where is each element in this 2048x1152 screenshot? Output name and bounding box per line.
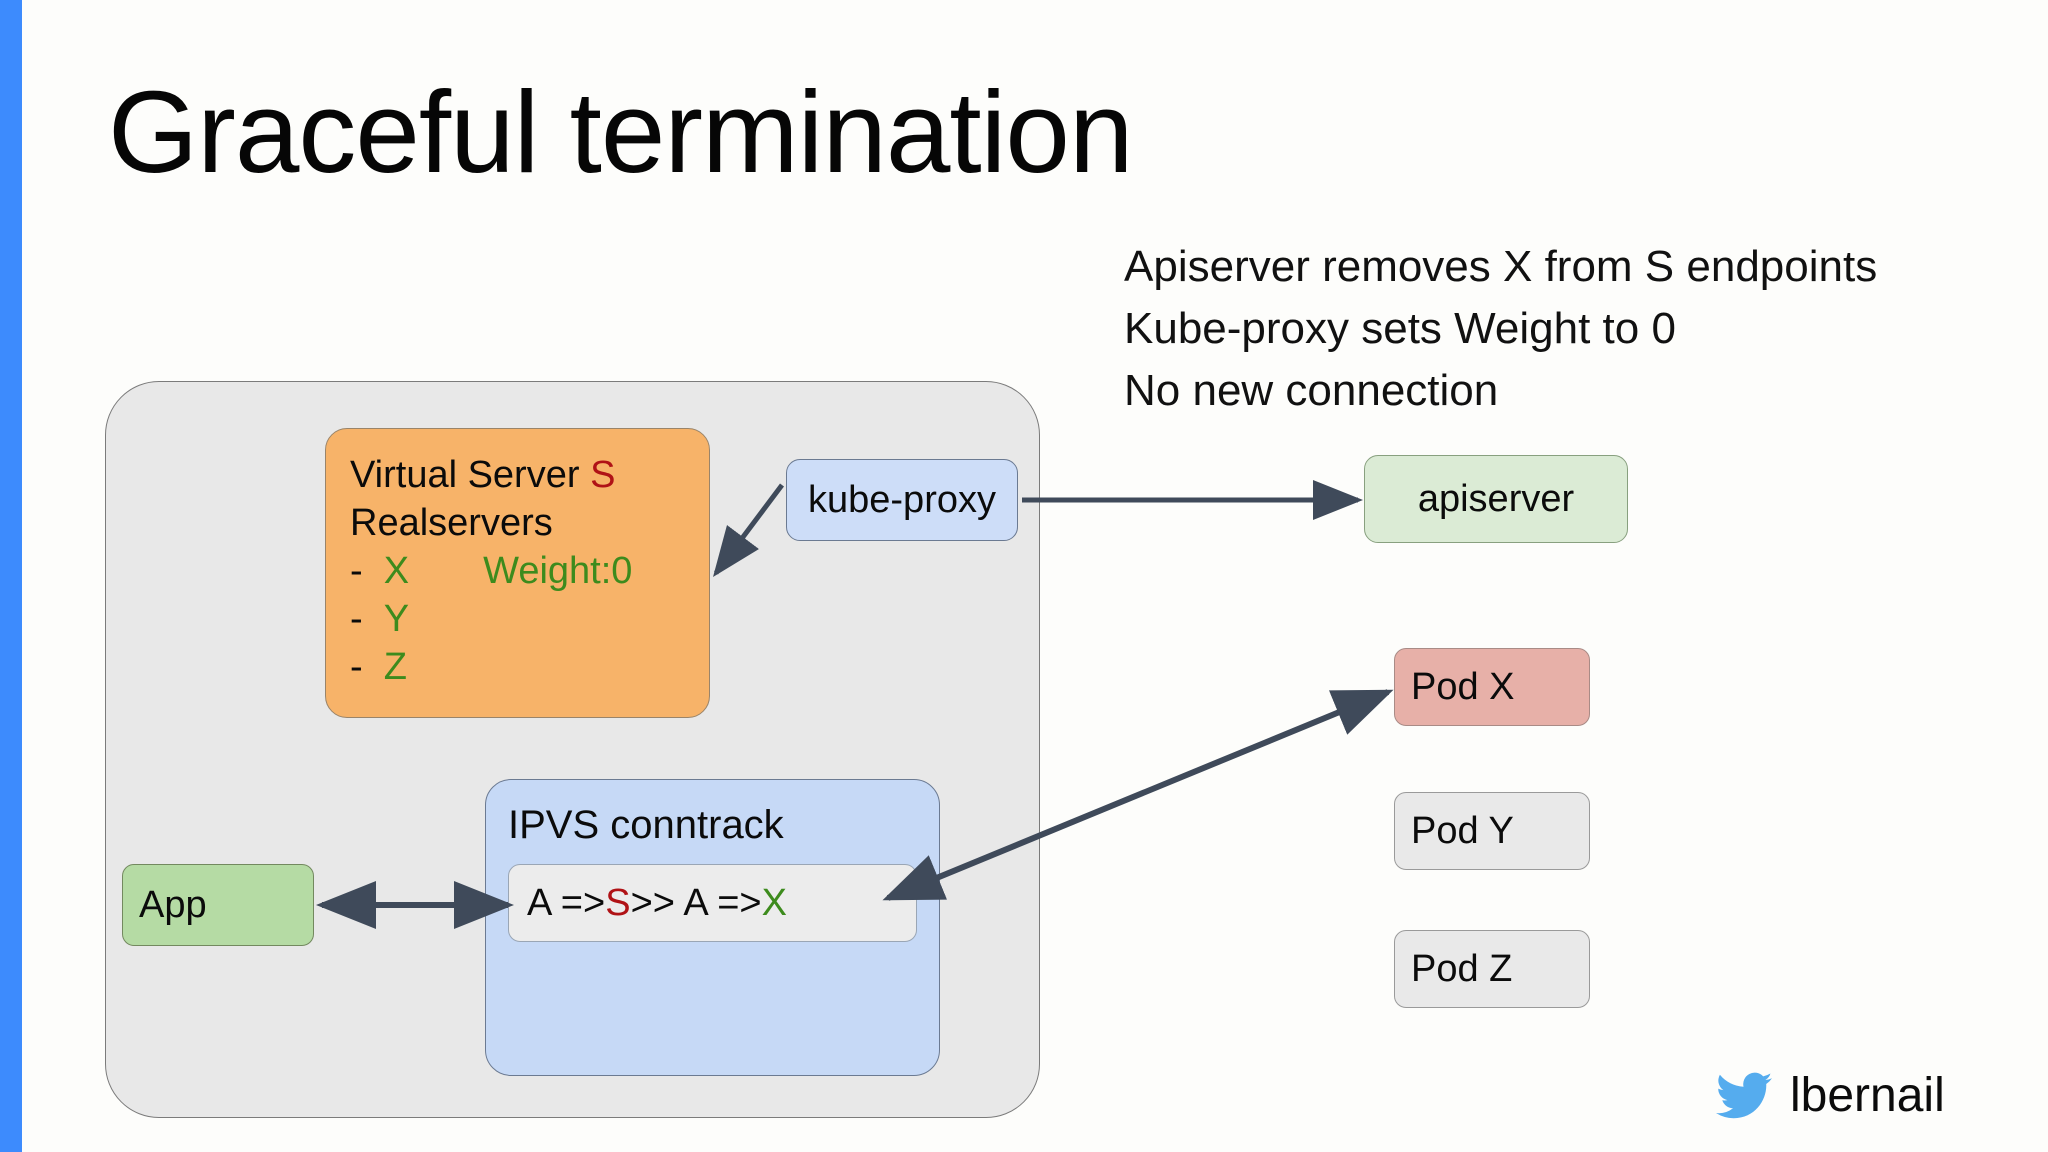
app-box: App bbox=[122, 864, 314, 946]
virtual-server-heading-text: Virtual Server bbox=[350, 454, 591, 496]
accent-stripe bbox=[0, 0, 22, 1152]
conntrack-realserver: X bbox=[761, 881, 787, 924]
realserver-name: Y bbox=[383, 598, 410, 640]
virtual-server-heading: Virtual Server S bbox=[350, 451, 685, 499]
pod-z-label: Pod Z bbox=[1411, 947, 1513, 990]
bullet-dash-icon: - bbox=[350, 550, 363, 592]
bullet-dash-icon: - bbox=[350, 646, 363, 688]
ipvs-conntrack-heading: IPVS conntrack bbox=[508, 803, 784, 847]
realserver-row: - Z bbox=[350, 643, 685, 691]
conntrack-service: S bbox=[605, 881, 631, 924]
footer: lbernail bbox=[1716, 1068, 1945, 1123]
app-label: App bbox=[139, 883, 207, 926]
kube-proxy-box: kube-proxy bbox=[786, 459, 1018, 541]
realserver-row: - Y bbox=[350, 595, 685, 643]
pod-y-label: Pod Y bbox=[1411, 809, 1514, 852]
pod-y-box: Pod Y bbox=[1394, 792, 1590, 870]
virtual-server-box: Virtual Server S Realservers - X Weight:0… bbox=[325, 428, 710, 718]
conntrack-source: A => bbox=[527, 881, 606, 924]
annotation-notes: Apiserver removes X from S endpoints Kub… bbox=[1124, 236, 1877, 422]
pod-z-box: Pod Z bbox=[1394, 930, 1590, 1008]
conntrack-entry: A => S >> A => X bbox=[508, 864, 917, 942]
twitter-handle: lbernail bbox=[1790, 1069, 1945, 1122]
pod-x-label: Pod X bbox=[1411, 665, 1515, 708]
note-line-2: Kube-proxy sets Weight to 0 bbox=[1124, 304, 1676, 353]
apiserver-label: apiserver bbox=[1417, 477, 1575, 520]
realserver-row: - X Weight:0 bbox=[350, 547, 685, 595]
apiserver-box: apiserver bbox=[1364, 455, 1628, 543]
note-line-1: Apiserver removes X from S endpoints bbox=[1124, 242, 1878, 291]
bullet-dash-icon: - bbox=[350, 598, 363, 640]
conntrack-translation: >> A => bbox=[630, 881, 762, 924]
realservers-label: Realservers bbox=[350, 502, 553, 544]
realserver-name: X bbox=[383, 550, 410, 592]
note-line-3: No new connection bbox=[1124, 366, 1499, 415]
twitter-icon bbox=[1716, 1072, 1772, 1118]
realserver-weight: Weight:0 bbox=[483, 550, 633, 592]
virtual-server-id: S bbox=[590, 454, 616, 496]
realserver-name: Z bbox=[383, 646, 407, 688]
ipvs-conntrack-box: IPVS conntrack A => S >> A => X bbox=[485, 779, 940, 1076]
kube-proxy-label: kube-proxy bbox=[808, 478, 996, 521]
page-title: Graceful termination bbox=[108, 67, 1133, 197]
pod-x-box: Pod X bbox=[1394, 648, 1590, 726]
